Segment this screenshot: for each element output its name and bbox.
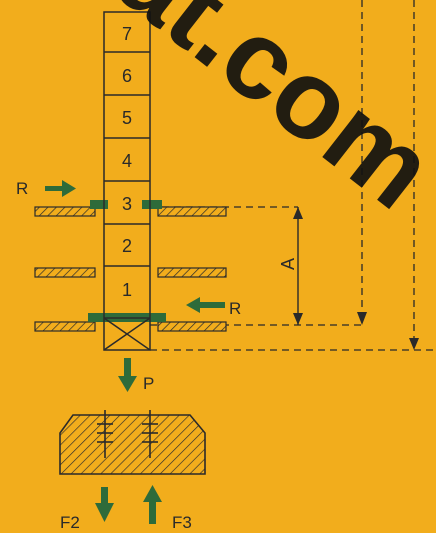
r-right-label: R (229, 299, 241, 318)
clamp-top-left (90, 200, 108, 209)
cell-label-4: 4 (122, 151, 132, 171)
stack-cell-labels: 7 6 5 4 3 2 1 (122, 24, 132, 300)
plate-top-right (157, 206, 227, 217)
dimension-a-label: A (278, 258, 298, 270)
f2-label: F2 (60, 513, 80, 532)
plate-middle-right (157, 267, 227, 278)
arrow-down-icon (118, 358, 137, 392)
cell-label-6: 6 (122, 66, 132, 86)
cell-label-5: 5 (122, 108, 132, 128)
plate-bottom-right (157, 321, 227, 332)
plate-top-left (34, 206, 96, 217)
arrow-up-icon (143, 485, 162, 524)
f2-arrow-down-icon (95, 487, 114, 522)
cell-label-3: 3 (122, 194, 132, 214)
f3-label: F3 (172, 513, 192, 532)
cell-label-2: 2 (122, 236, 132, 256)
p-label: P (143, 374, 154, 393)
stack-column (103, 11, 151, 351)
clamp-top-right (142, 200, 162, 209)
arrow-left-icon (186, 297, 225, 313)
watermark-text: at.com (95, 0, 436, 232)
plates (34, 206, 227, 332)
r-left-label: R (16, 179, 28, 198)
plate-middle-left (34, 267, 96, 278)
cell-label-1: 1 (122, 280, 132, 300)
guide-arrow-inner-icon (357, 312, 367, 325)
guide-arrow-outer-icon (409, 338, 419, 350)
arrow-right-icon (45, 180, 76, 197)
cell-label-7: 7 (122, 24, 132, 44)
die-pins (97, 410, 158, 458)
plate-bottom-left (34, 321, 96, 332)
die-block (59, 414, 206, 475)
clamps (88, 200, 166, 322)
dimension-a (293, 207, 303, 325)
